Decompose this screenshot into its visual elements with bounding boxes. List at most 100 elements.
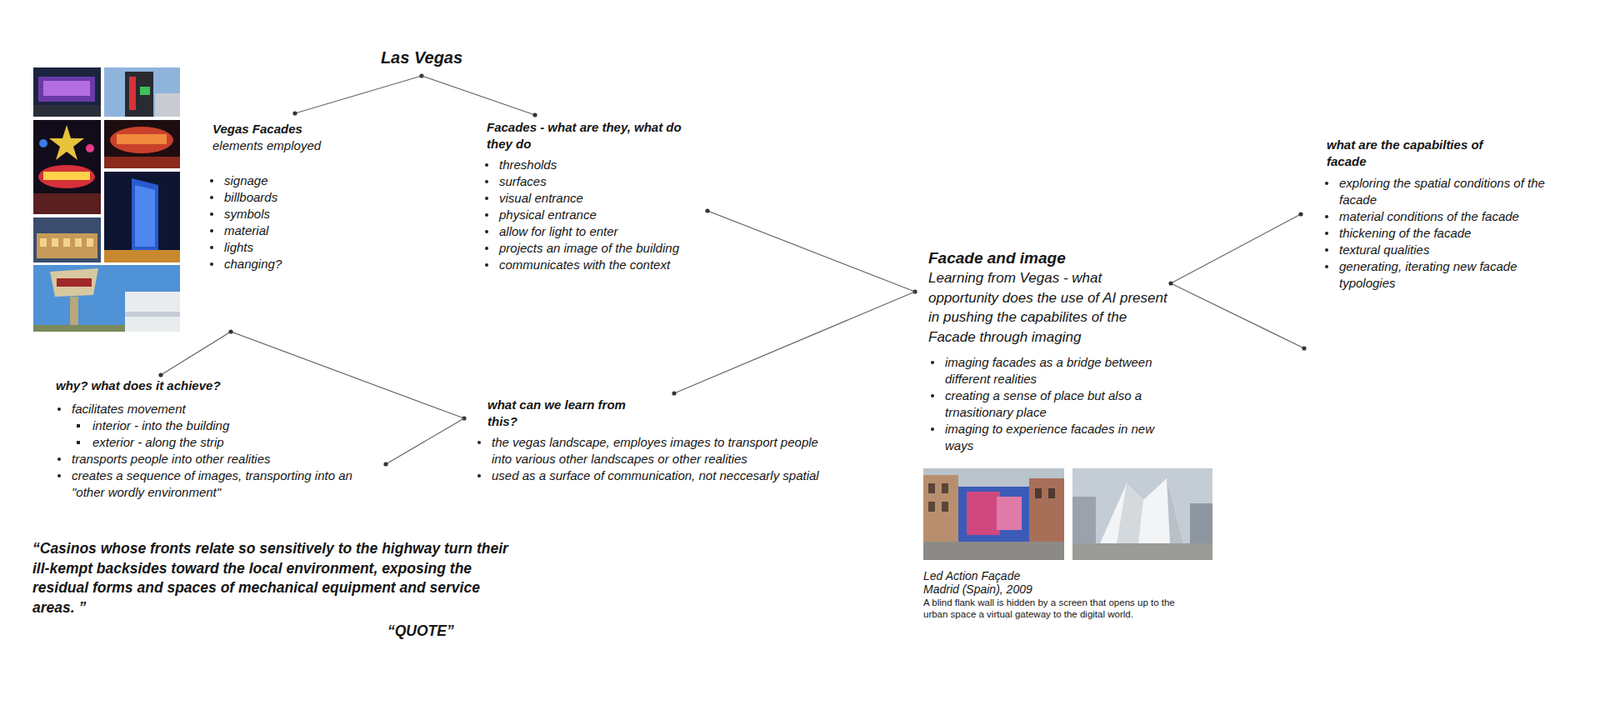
junction-dot xyxy=(1168,280,1173,285)
illustration-shape xyxy=(923,468,1065,560)
bullet-item: allow for light to enter xyxy=(486,223,708,240)
illustration-shape xyxy=(33,217,101,263)
illustration-shape xyxy=(958,486,1030,542)
bullet-item: projects an image of the building xyxy=(486,240,708,257)
bullet-item: generating, iterating new facade typolog… xyxy=(1326,258,1551,292)
quote-attribution: “QUOTE” xyxy=(387,621,455,640)
illustration-shape xyxy=(43,171,90,180)
illustration-shape xyxy=(1100,478,1184,544)
illustration-shape xyxy=(131,178,159,250)
illustration-shape xyxy=(1301,345,1306,350)
illustration-shape xyxy=(1116,483,1144,544)
illustration-shape xyxy=(50,268,99,297)
branch-line xyxy=(707,210,915,292)
illustration-shape xyxy=(86,238,94,247)
illustration-shape xyxy=(85,144,95,153)
illustration-shape xyxy=(40,238,47,247)
illustration-shape xyxy=(1048,488,1055,499)
illustration-shape xyxy=(1072,496,1096,544)
bullet-item: creating a sense of place but also a trn… xyxy=(928,387,1171,421)
illustration-shape xyxy=(104,156,180,169)
illustration-shape xyxy=(56,278,92,287)
junction-dot xyxy=(532,112,537,117)
bullet-item: the vegas landscape, employes images to … xyxy=(487,434,823,468)
junction-dot xyxy=(1298,211,1303,216)
branch-line xyxy=(160,331,465,419)
illustration-shape xyxy=(33,193,101,215)
illustration-shape xyxy=(38,76,95,102)
topic-heading: why? what does it achieve? xyxy=(55,377,386,395)
illustration-shape xyxy=(1170,283,1305,349)
topic-heading: Vegas Facades xyxy=(212,120,400,138)
photo-caption-title: Led Action Façade xyxy=(923,569,1199,583)
central-topic: Facade and imageLearning from Vegas - wh… xyxy=(915,248,1171,455)
photo-caption-place: Madrid (Spain), 2009 xyxy=(923,582,1199,596)
illustration-shape xyxy=(923,541,1065,560)
bullet-item: textural qualities xyxy=(1326,241,1551,259)
illustration-shape xyxy=(33,105,101,117)
topic-branch: Facades - what are they, what do they do… xyxy=(475,115,708,274)
illustration-shape xyxy=(116,134,167,145)
bullet-item: thresholds xyxy=(486,156,708,174)
illustration-shape xyxy=(1072,468,1213,560)
topic-branch: why? what does it achieve? facilitates mo… xyxy=(45,375,386,501)
illustration-shape xyxy=(38,165,95,189)
bullet-item: exploring the spatial conditions of the … xyxy=(1326,175,1551,209)
leader-line xyxy=(1170,283,1307,351)
illustration-shape xyxy=(135,185,155,247)
illustration-shape xyxy=(125,71,154,117)
illustration-shape xyxy=(1190,503,1213,544)
illustration-shape xyxy=(104,120,180,169)
illustration-shape xyxy=(1035,488,1042,499)
illustration-shape xyxy=(928,501,935,512)
illustration-shape xyxy=(928,483,935,494)
topic-branch: what can we learn from this? the vegas la… xyxy=(464,393,823,485)
illustration-shape xyxy=(996,496,1022,530)
bullet-item: signage xyxy=(212,172,400,190)
bullet-item: facilitates movement xyxy=(55,400,371,418)
illustration-shape xyxy=(140,86,150,95)
bullet-item: transports people into other realities xyxy=(55,450,371,468)
photo-caption-note: A blind flank wall is hidden by a screen… xyxy=(923,596,1199,620)
illustration-shape xyxy=(110,126,174,154)
illustration-shape xyxy=(75,238,82,247)
topic-branch: Vegas Facadeselements employed signagebil… xyxy=(200,113,400,273)
illustration-shape xyxy=(33,265,180,332)
illustration-shape xyxy=(33,325,125,332)
junction-dot xyxy=(228,329,233,334)
quote-text: “Casinos whose fronts relate so sensitiv… xyxy=(32,539,525,618)
bullet-item: symbols xyxy=(212,205,400,223)
topic-subtitle: elements employed xyxy=(212,137,400,155)
bullet-item: physical entrance xyxy=(486,206,708,224)
illustration-shape xyxy=(1029,478,1065,544)
bullet-item: used as a surface of communication, not … xyxy=(487,467,823,485)
branch-line xyxy=(674,291,915,394)
illustration-shape xyxy=(129,76,136,110)
topic-heading: Facade and image xyxy=(928,248,1171,269)
illustration-shape xyxy=(63,238,70,247)
junction-dot xyxy=(705,208,710,213)
illustration-shape xyxy=(941,483,949,494)
illustration-shape xyxy=(104,67,180,117)
bullet-item: imaging to experience facades in new way… xyxy=(928,420,1171,455)
illustration-shape xyxy=(49,125,85,160)
junction-dot xyxy=(671,390,676,395)
bullet-item: visual entrance xyxy=(486,190,708,207)
branch-line xyxy=(421,75,535,115)
topic-heading: what can we learn from this? xyxy=(487,396,642,430)
illustration-shape xyxy=(923,475,959,544)
illustration-shape xyxy=(36,233,98,259)
illustration-shape xyxy=(966,491,1000,535)
illustration-shape xyxy=(51,238,59,247)
bullet-item: surfaces xyxy=(486,173,708,190)
branch-line xyxy=(295,75,422,114)
bullet-item: lights xyxy=(212,239,400,256)
bullet-item: thickening of the facade xyxy=(1326,225,1551,242)
illustration-shape xyxy=(43,80,90,96)
illustration-shape xyxy=(1166,478,1184,544)
sub-bullet-item: interior - into the building xyxy=(55,417,386,435)
branch-line xyxy=(1170,214,1301,284)
bullet-item: billboards xyxy=(212,189,400,206)
illustration-shape xyxy=(941,501,949,512)
